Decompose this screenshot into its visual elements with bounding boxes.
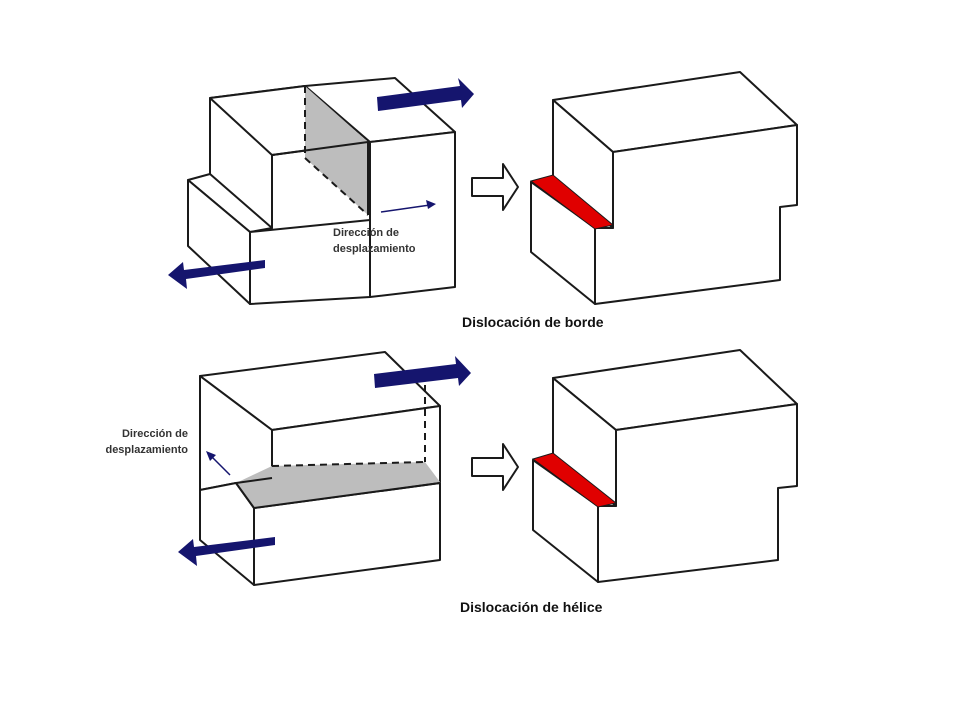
- edge-force-arrow-right: [377, 78, 474, 111]
- screw-direction-arrowhead: [206, 451, 216, 461]
- transition-arrow-icon: [471, 443, 519, 491]
- edge-after-block: [529, 71, 798, 305]
- edge-direction-label-line1: Dirección de: [333, 227, 399, 239]
- edge-after-front: [594, 124, 798, 305]
- screw-force-arrow-left: [178, 537, 275, 566]
- screw-dislocation-line: [531, 452, 618, 508]
- edge-direction-arrow: [380, 204, 431, 213]
- screw-direction-arrow: [210, 455, 231, 476]
- transition-arrow-icon: [471, 163, 519, 211]
- screw-direction-label-line1: Dirección de: [122, 428, 188, 440]
- edge-caption: Dislocación de borde: [462, 314, 604, 330]
- screw-direction-label-line2: desplazamiento: [105, 444, 188, 456]
- screw-after-block: [531, 349, 798, 583]
- edge-slip-plane: [305, 86, 368, 215]
- screw-force-arrow-right: [374, 356, 471, 388]
- edge-direction-arrowhead: [426, 200, 436, 209]
- edge-dislocation-line: [529, 174, 615, 230]
- edge-force-arrow-left: [168, 260, 265, 289]
- screw-before-block: [199, 351, 441, 586]
- screw-caption: Dislocación de hélice: [460, 599, 603, 615]
- edge-lower-front: [249, 219, 371, 305]
- screw-after-front: [597, 403, 798, 583]
- edge-direction-label-line2: desplazamiento: [333, 243, 416, 255]
- screw-slip-plane: [236, 462, 440, 508]
- edge-right-side: [369, 131, 456, 298]
